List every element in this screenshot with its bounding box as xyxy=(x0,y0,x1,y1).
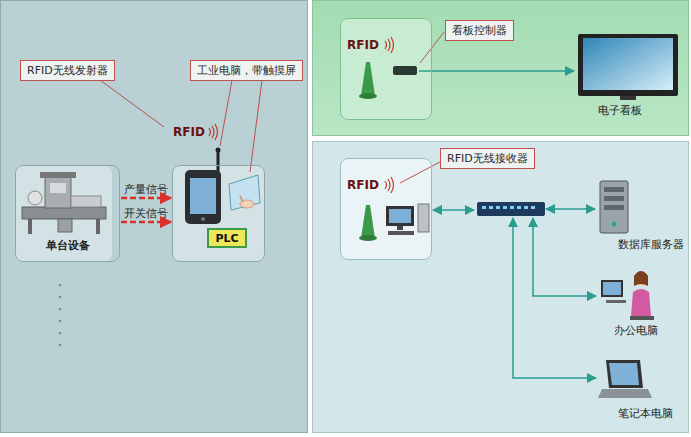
device-label: 单台设备 xyxy=(16,238,119,253)
plc-box: PLC xyxy=(207,228,247,248)
device-caption: 笔记本电脑 xyxy=(618,406,673,421)
callout-box: 工业电脑，带触摸屏 xyxy=(190,60,303,81)
device-box: PLCRFID xyxy=(172,165,265,262)
left-panel xyxy=(1,1,308,433)
callout-box: RFID无线接收器 xyxy=(440,148,535,169)
callout-box: RFID无线发射器 xyxy=(20,60,115,81)
device-caption: 数据库服务器 xyxy=(618,237,684,252)
continuation-dots xyxy=(59,284,62,347)
signal-label: 产量信号 xyxy=(124,182,168,197)
server-illustration xyxy=(600,181,628,233)
device-caption: 电子看板 xyxy=(598,103,642,118)
device-box: RFID xyxy=(340,18,432,120)
network-switch xyxy=(477,202,545,216)
box-fill xyxy=(340,18,432,120)
rfid-antenna xyxy=(359,62,377,241)
rfid-logo-text: RFID xyxy=(347,38,379,52)
device-caption: 办公电脑 xyxy=(614,323,658,338)
network-wires xyxy=(433,209,596,378)
touchscreen-illustration xyxy=(229,175,260,210)
tablet-illustration xyxy=(185,148,221,225)
callout-text: RFID无线发射器 xyxy=(27,63,108,78)
wire xyxy=(419,70,574,72)
machine-illustration xyxy=(22,172,106,234)
rfid-logo-text: RFID xyxy=(173,125,205,139)
pc-illustration xyxy=(386,204,429,235)
callout-box: 看板控制器 xyxy=(445,20,514,41)
leader-lines xyxy=(100,32,444,183)
device-box: RFID xyxy=(340,158,432,260)
callout-text: 看板控制器 xyxy=(452,23,507,38)
board-controller xyxy=(393,66,417,75)
plc-label: PLC xyxy=(215,232,238,245)
callout-text: 工业电脑，带触摸屏 xyxy=(197,63,296,78)
signal-arrow xyxy=(121,221,171,224)
box-fill xyxy=(172,165,265,262)
rfid-logo-text: RFID xyxy=(347,178,379,192)
office-pc-illustration xyxy=(601,271,654,320)
tv-illustration xyxy=(578,34,678,100)
signal-label: 开关信号 xyxy=(124,206,168,221)
bottom-right-panel xyxy=(313,142,689,433)
device-box: 单台设备 xyxy=(15,165,120,262)
laptop-illustration xyxy=(598,360,652,398)
signal-arrow xyxy=(121,197,171,200)
top-right-panel xyxy=(313,1,689,136)
callout-text: RFID无线接收器 xyxy=(447,151,528,166)
